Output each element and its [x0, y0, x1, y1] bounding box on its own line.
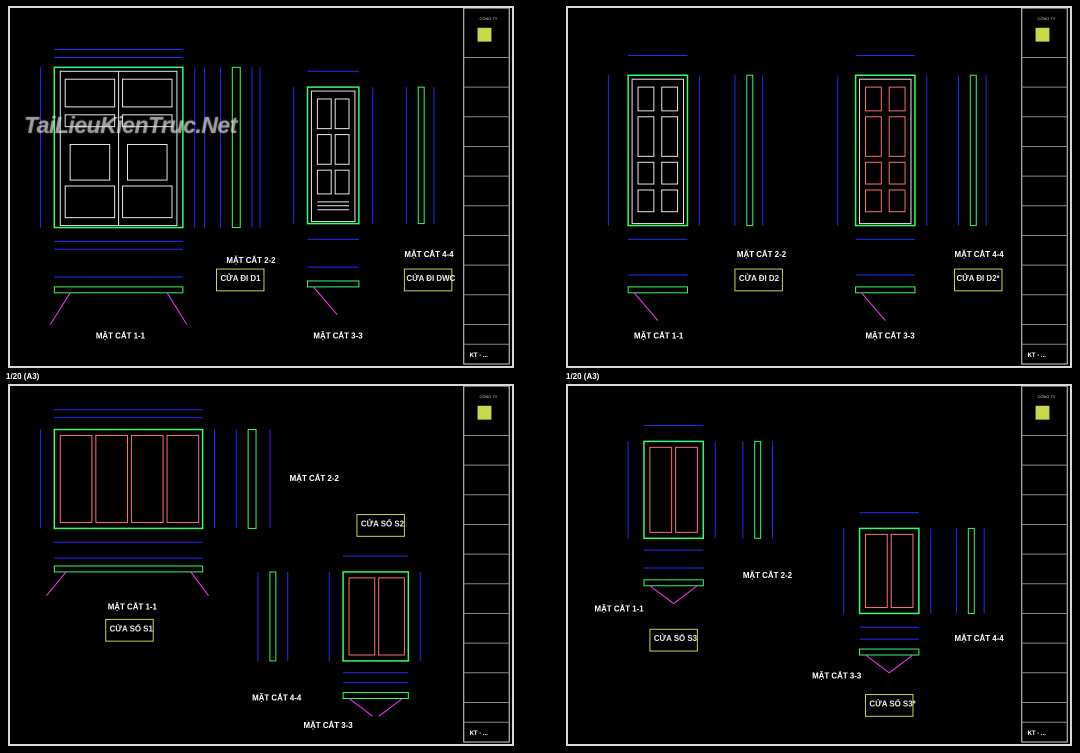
cut-label-2-2: MẶT CẮT 2-2 [737, 250, 787, 259]
scale-note-right: 1/20 (A3) [566, 372, 600, 381]
section-3-3: MẶT CẮT 3-3 [304, 682, 409, 730]
section-3-3: MẶT CẮT 3-3 [306, 266, 363, 340]
cut-label-2-2: MẶT CẮT 2-2 [743, 571, 793, 580]
section-1-1: MẶT CẮT 1-1 [49, 276, 188, 340]
cut-label-1-1: MẶT CẮT 1-1 [96, 331, 146, 340]
section-2-2: MẶT CẮT 2-2 [734, 74, 787, 259]
title-label-s2: CỬA SỔ S2 [361, 519, 405, 528]
section-2-2: MẶT CẮT 2-2 [742, 440, 793, 580]
company-name: CÔNG TY [1038, 16, 1056, 21]
section-3-3: MẶT CẮT 3-3 [812, 638, 920, 681]
section-2-2: MẶT CẮT 2-2 [235, 429, 340, 529]
window-s3-elevation [627, 425, 716, 551]
company-name: CÔNG TY [1038, 394, 1056, 399]
cut-label-3-3: MẶT CẮT 3-3 [313, 331, 363, 340]
door-d1-elevation [39, 49, 206, 250]
drawing-sheet-2: CÔNG TY KT - ... [566, 6, 1072, 368]
sheet-code: KT - ... [470, 731, 488, 737]
title-d1: CỬA ĐI D1 [216, 268, 265, 292]
section-4-4: MẶT CẮT 4-4 [404, 86, 454, 259]
title-s2: CỬA SỔ S2 [356, 514, 405, 537]
cut-label-3-3: MẶT CẮT 3-3 [812, 672, 862, 681]
section-4-4: MẶT CẮT 4-4 [954, 527, 1004, 643]
title-block: CÔNG TY KT - ... [1021, 8, 1068, 365]
window-s3star-elevation [843, 512, 932, 628]
cut-label-4-4: MẶT CẮT 4-4 [252, 693, 302, 702]
title-d2star: CỬA ĐI D2* [953, 268, 1003, 292]
title-label-s3star: CỬA SỔ S3* [869, 699, 916, 708]
title-block: CÔNG TY KT - ... [1021, 386, 1068, 743]
cut-label-1-1: MẶT CẮT 1-1 [634, 331, 684, 340]
section-4-4: MẶT CẮT 4-4 [954, 74, 1004, 259]
sheet-1-drawing: CÔNG TY KT - ... [39, 8, 510, 365]
door-dwc-elevation [293, 70, 374, 240]
cut-label-4-4: MẶT CẮT 4-4 [954, 250, 1004, 259]
cut-label-3-3: MẶT CẮT 3-3 [865, 331, 915, 340]
sheet-2-drawing: CÔNG TY KT - ... [607, 8, 1068, 365]
sheet-code: KT - ... [1028, 353, 1046, 359]
scale-note-left: 1/20 (A3) [6, 372, 40, 381]
company-name: CÔNG TY [480, 16, 498, 21]
door-d2-elevation [607, 54, 700, 240]
title-s3star: CỬA SỔ S3* [864, 694, 917, 717]
drawing-sheet-4: CÔNG TY KT - ... [566, 384, 1072, 746]
sheet-code: KT - ... [470, 353, 488, 359]
title-dwc: CỬA ĐI DWC [403, 268, 456, 292]
cut-label-4-4: MẶT CẮT 4-4 [954, 634, 1004, 643]
title-s1: CỬA SỔ S1 [105, 618, 154, 642]
title-block: CÔNG TY KT - ... [463, 386, 510, 743]
company-name: CÔNG TY [480, 394, 498, 399]
section-4-4: MẶT CẮT 4-4 [252, 571, 302, 702]
window-s1-elevation [39, 409, 216, 543]
title-d2: CỬA ĐI D2 [734, 268, 783, 292]
cut-label-3-3: MẶT CẮT 3-3 [304, 721, 354, 730]
title-s3: CỬA SỔ S3 [649, 628, 698, 652]
title-label-d2star: CỬA ĐI D2* [956, 274, 1000, 283]
title-label-d2: CỬA ĐI D2 [739, 274, 780, 283]
section-1-1: MẶT CẮT 1-1 [46, 557, 209, 612]
title-label-s3: CỬA SỔ S3 [654, 634, 698, 643]
watermark-text: TaiLieuKienTruc.Net [24, 112, 237, 138]
title-label-dwc: CỬA ĐI DWC [406, 274, 455, 283]
cut-label-1-1: MẶT CẮT 1-1 [595, 604, 645, 613]
section-2-2: MẶT CẮT 2-2 [219, 66, 276, 265]
door-d2star-elevation [837, 54, 928, 240]
section-1-1: MẶT CẮT 1-1 [627, 274, 688, 340]
cut-label-1-1: MẶT CẮT 1-1 [108, 603, 158, 612]
cut-label-4-4: MẶT CẮT 4-4 [404, 250, 454, 259]
cut-label-2-2: MẶT CẮT 2-2 [290, 474, 340, 483]
title-block: CÔNG TY KT - ... [463, 8, 510, 365]
title-label-s1: CỬA SỔ S1 [110, 624, 154, 633]
sheet-3-drawing: CÔNG TY KT - ... [39, 386, 510, 743]
window-s2-elevation [328, 555, 421, 674]
section-1-1: MẶT CẮT 1-1 [595, 567, 704, 613]
title-label-d1: CỬA ĐI D1 [220, 274, 261, 283]
sheet-4-drawing: CÔNG TY KT - ... [595, 386, 1068, 743]
cut-label-2-2: MẶT CẮT 2-2 [226, 256, 276, 265]
sheet-code: KT - ... [1028, 731, 1046, 737]
drawing-sheet-3: CÔNG TY KT - ... [8, 384, 514, 746]
section-3-3: MẶT CẮT 3-3 [855, 274, 916, 340]
drawing-sheet-1: CÔNG TY KT - ... [8, 6, 514, 368]
